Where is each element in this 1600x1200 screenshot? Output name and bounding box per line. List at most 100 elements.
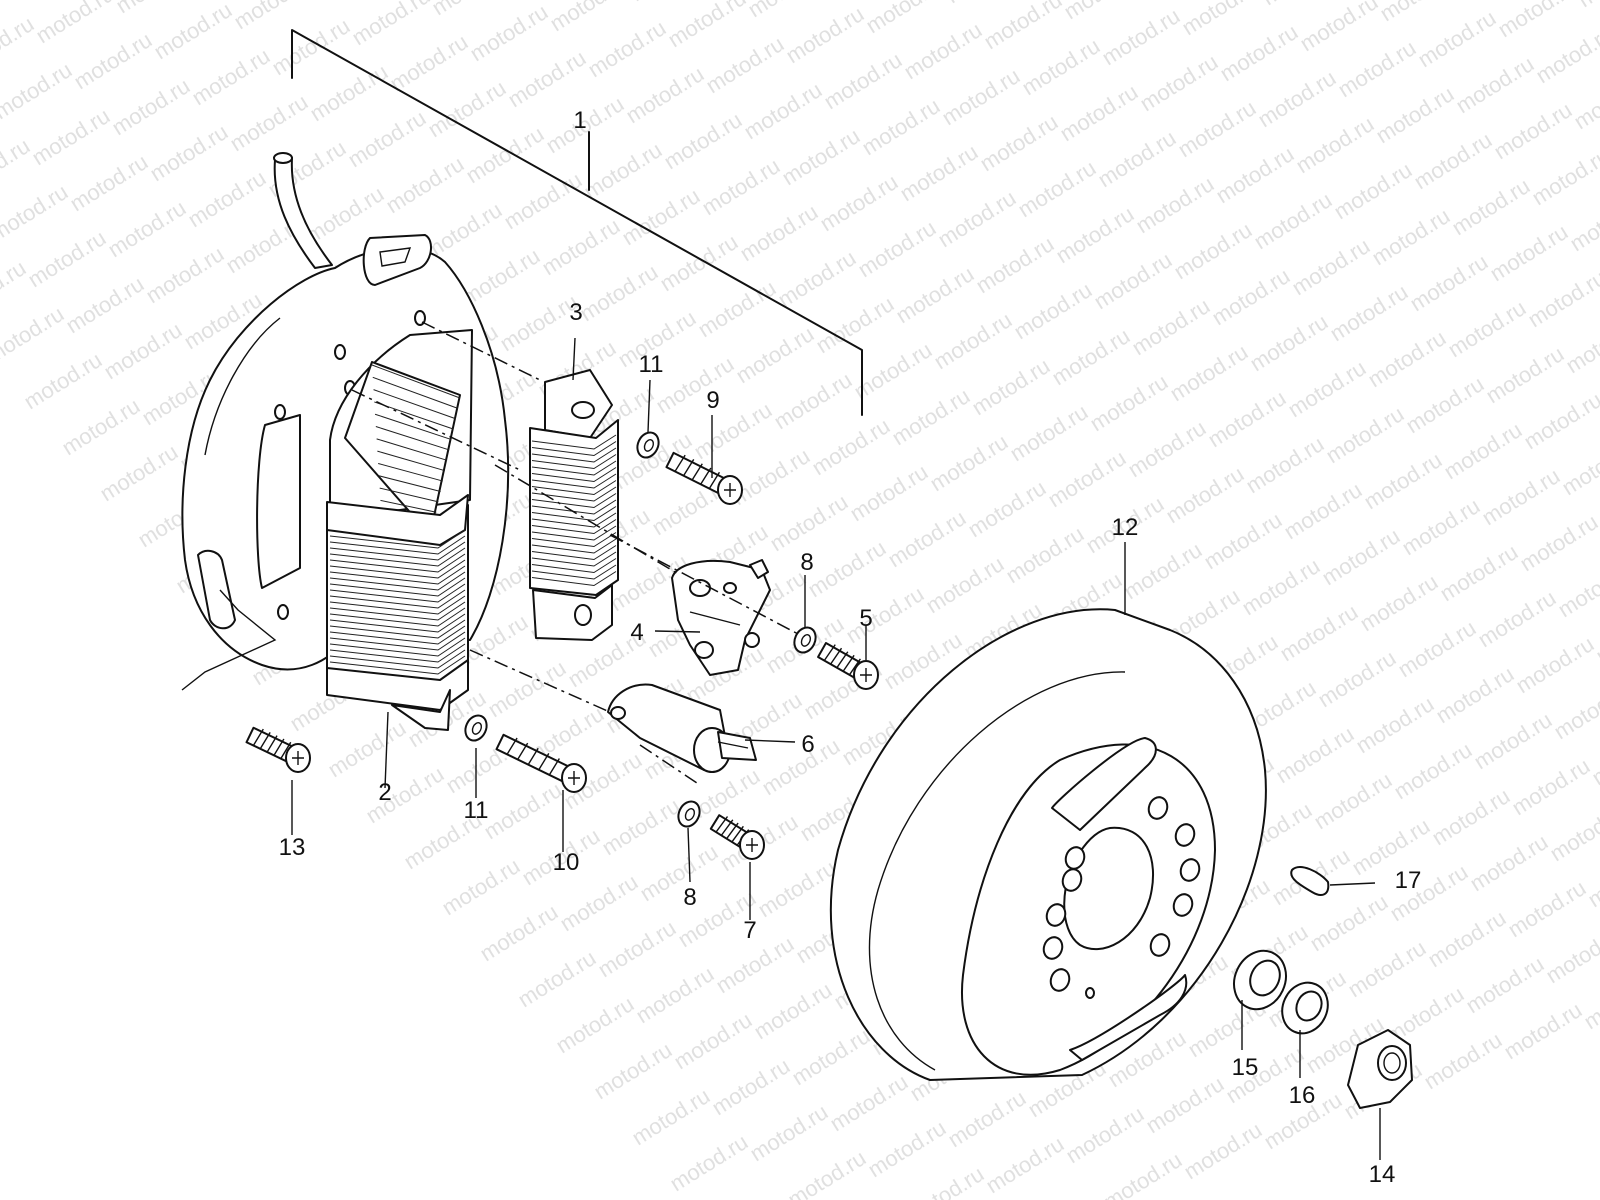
watermark-text: motod.ru bbox=[225, 89, 312, 156]
watermark-text: motod.ru bbox=[1241, 431, 1328, 498]
watermark-text: motod.ru bbox=[1009, 277, 1096, 344]
condenser-6 bbox=[607, 683, 757, 773]
watermark-text: motod.ru bbox=[579, 137, 666, 204]
watermark-text: motod.ru bbox=[1477, 463, 1564, 530]
callout-5: 5 bbox=[859, 605, 872, 632]
woodruff-key-17 bbox=[1290, 866, 1330, 896]
watermark-text: motod.ru bbox=[1271, 721, 1358, 788]
watermark-text: motod.ru bbox=[929, 307, 1016, 374]
watermark-text: motod.ru bbox=[0, 255, 30, 322]
watermark-text: motod.ru bbox=[727, 443, 814, 510]
watermark-text: motod.ru bbox=[1565, 189, 1600, 256]
watermark-text: motod.ru bbox=[1169, 217, 1256, 284]
callout-8-lower: 8 bbox=[683, 884, 696, 911]
watermark-text: motod.ru bbox=[1485, 219, 1572, 286]
watermark-text: motod.ru bbox=[1507, 753, 1594, 820]
watermark-text: motod.ru bbox=[1595, 479, 1600, 546]
watermark-text: motod.ru bbox=[857, 93, 944, 160]
watermark-text: motod.ru bbox=[1257, 0, 1344, 10]
watermark-text: motod.ru bbox=[183, 165, 270, 232]
watermark-text: motod.ru bbox=[697, 153, 784, 220]
watermark-text: motod.ru bbox=[815, 169, 902, 236]
watermark-text: motod.ru bbox=[773, 245, 860, 312]
watermark-text: motod.ru bbox=[1435, 539, 1522, 606]
watermark-text: motod.ru bbox=[1405, 249, 1492, 316]
assembly-bracket bbox=[291, 29, 863, 416]
watermark-text: motod.ru bbox=[583, 15, 670, 82]
watermark-text: motod.ru bbox=[305, 59, 392, 126]
watermark-text: motod.ru bbox=[811, 291, 898, 358]
watermark-text: motod.ru bbox=[1569, 67, 1600, 134]
watermark-text: motod.ru bbox=[1351, 691, 1438, 758]
watermark-text: motod.ru bbox=[631, 961, 718, 1028]
watermark-text: motod.ru bbox=[0, 133, 34, 200]
watermark-text: motod.ru bbox=[465, 0, 552, 66]
watermark-text: motod.ru bbox=[655, 229, 742, 296]
watermark-text: motod.ru bbox=[745, 1099, 832, 1166]
watermark-text: motod.ru bbox=[1309, 767, 1396, 834]
watermark-text: motod.ru bbox=[1119, 537, 1206, 604]
watermark-text: motod.ru bbox=[1305, 889, 1392, 956]
watermark-text: motod.ru bbox=[1481, 341, 1568, 408]
callout-11-upper: 11 bbox=[639, 351, 664, 378]
watermark-text: motod.ru bbox=[513, 945, 600, 1012]
watermark-text: motod.ru bbox=[1531, 21, 1600, 88]
watermark-text: motod.ru bbox=[707, 1053, 794, 1120]
callout-13: 13 bbox=[279, 834, 306, 861]
watermark-text: motod.ru bbox=[925, 429, 1012, 496]
washer-15 bbox=[1233, 949, 1287, 1011]
watermark-text: motod.ru bbox=[537, 213, 624, 280]
watermark-text: motod.ru bbox=[1089, 247, 1176, 314]
watermark-text: motod.ru bbox=[267, 13, 354, 80]
watermark-text: motod.ru bbox=[841, 581, 928, 648]
watermark-text: motod.ru bbox=[1393, 615, 1480, 682]
watermark-text: motod.ru bbox=[1013, 155, 1100, 222]
watermark-text: motod.ru bbox=[825, 1069, 912, 1136]
watermark-text: motod.ru bbox=[1199, 507, 1286, 574]
watermark-text: motod.ru bbox=[807, 413, 894, 480]
watermark-text: motod.ru bbox=[1173, 95, 1260, 162]
leader-lines bbox=[291, 337, 1381, 1160]
callouts: 1 2 3 4 5 6 7 8 8 9 10 11 11 12 13 14 15… bbox=[279, 107, 1422, 1188]
watermark-text: motod.ru bbox=[669, 1007, 756, 1074]
watermark-text: motod.ru bbox=[941, 0, 1028, 8]
callout-17: 17 bbox=[1395, 867, 1422, 894]
watermark-text: motod.ru bbox=[1363, 325, 1450, 392]
flywheel-rotor-12 bbox=[829, 608, 1267, 1081]
contact-breaker-4 bbox=[671, 559, 771, 676]
watermark-text: motod.ru bbox=[981, 1131, 1068, 1198]
watermark-text: motod.ru bbox=[187, 43, 274, 110]
watermark-text: motod.ru bbox=[1579, 967, 1600, 1034]
watermark-text: motod.ru bbox=[769, 367, 856, 434]
watermark-text: motod.ru bbox=[1211, 141, 1298, 208]
watermark-text: motod.ru bbox=[57, 393, 144, 460]
watermark-text: motod.ru bbox=[943, 1085, 1030, 1152]
watermark-text: motod.ru bbox=[1375, 0, 1462, 26]
watermark-text: motod.ru bbox=[1059, 0, 1146, 24]
watermark-text: motod.ru bbox=[385, 29, 472, 96]
watermark-text: motod.ru bbox=[1287, 233, 1374, 300]
watermark-text: motod.ru bbox=[1249, 187, 1336, 254]
watermark-text: motod.ru bbox=[1135, 49, 1222, 116]
watermark-text: motod.ru bbox=[753, 855, 840, 922]
watermark-text: motod.ru bbox=[1557, 433, 1600, 500]
watermark-text: motod.ru bbox=[1541, 921, 1600, 988]
watermark-text: motod.ru bbox=[1123, 415, 1210, 482]
watermark-text: motod.ru bbox=[887, 383, 974, 450]
watermark-text: motod.ru bbox=[0, 57, 76, 124]
washer-16 bbox=[1281, 981, 1329, 1035]
watermark-text: motod.ru bbox=[1005, 399, 1092, 466]
watermark-text: motod.ru bbox=[1493, 0, 1580, 42]
watermark-text: motod.ru bbox=[659, 107, 746, 174]
watermark-text: motod.ru bbox=[61, 271, 148, 338]
callout-7: 7 bbox=[743, 917, 756, 944]
watermark-text: motod.ru bbox=[1515, 509, 1600, 576]
watermark-text: motod.ru bbox=[1017, 33, 1104, 100]
watermark-text: motod.ru bbox=[749, 977, 836, 1044]
coil-3 bbox=[529, 369, 619, 641]
watermark-text: motod.ru bbox=[1051, 201, 1138, 268]
watermark-text: motod.ru bbox=[803, 535, 890, 602]
watermark-text: motod.ru bbox=[65, 149, 152, 216]
watermark-text: motod.ru bbox=[1333, 35, 1420, 102]
